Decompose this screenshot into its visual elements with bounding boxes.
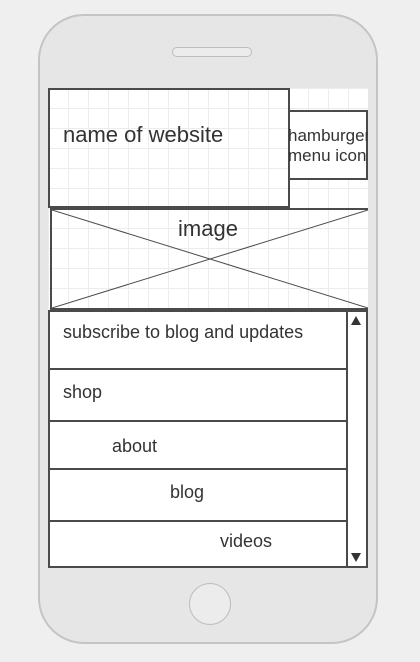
hero-image-placeholder: image — [50, 208, 368, 310]
list-item-label: shop — [63, 382, 103, 402]
triangle-up-icon[interactable] — [351, 316, 361, 325]
list-item-shop[interactable]: shop — [48, 368, 348, 423]
list-item-label: videos — [220, 531, 273, 551]
list-item-videos[interactable]: videos — [48, 520, 348, 568]
list-item-label: subscribe to blog and updates — [63, 322, 304, 342]
list-item-label: about — [112, 436, 158, 456]
list-item-label: blog — [170, 482, 205, 502]
menu-label-line1: hamburger — [288, 126, 368, 145]
phone-screen: name of website hamburger menu icon imag… — [48, 88, 368, 568]
list-item-blog[interactable]: blog — [48, 468, 348, 523]
list-item-about[interactable]: about — [48, 420, 348, 471]
list-item-subscribe[interactable]: subscribe to blog and updates — [48, 310, 348, 371]
site-title: name of website — [63, 122, 224, 147]
phone-speaker — [172, 47, 252, 57]
menu-label-line2: menu icon — [288, 146, 367, 165]
site-title-box: name of website — [48, 88, 290, 208]
list-scrollbar[interactable] — [346, 310, 368, 568]
image-label: image — [178, 216, 238, 241]
image-placeholder-icon — [52, 210, 368, 308]
home-button[interactable] — [189, 583, 231, 625]
hamburger-menu-icon: hamburger menu icon — [288, 126, 368, 166]
hamburger-menu-button[interactable]: hamburger menu icon — [288, 110, 368, 180]
placeholder-diagonal-b — [52, 210, 368, 308]
triangle-down-icon[interactable] — [351, 553, 361, 562]
